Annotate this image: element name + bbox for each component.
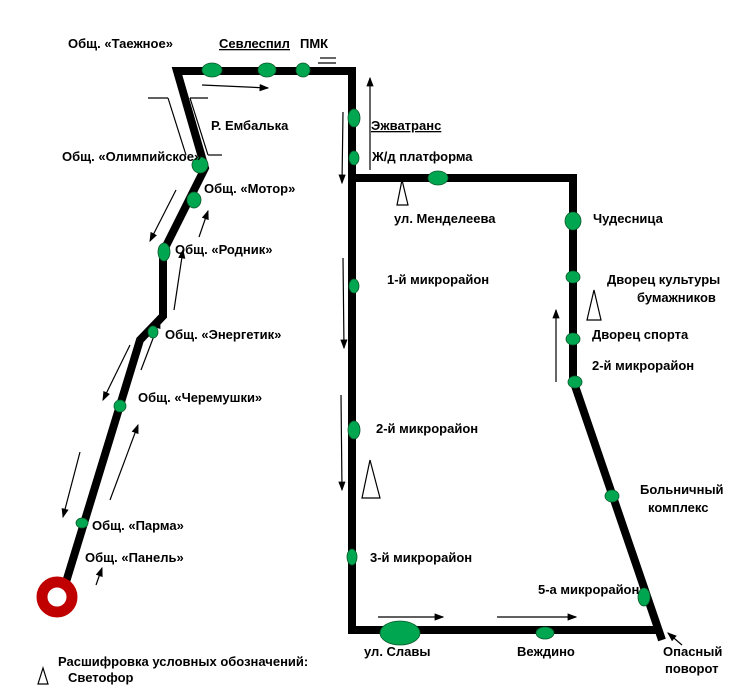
label-pmk: ПМК — [300, 36, 328, 51]
stop-marker — [565, 332, 581, 346]
label-olimpiyskoe: Общ. «Олимпийское» — [62, 149, 201, 164]
label-bolnichny-2: комплекс — [648, 500, 708, 515]
label-dvorec-sporta: Дворец спорта — [592, 327, 689, 342]
label-motor: Общ. «Мотор» — [204, 181, 295, 196]
label-panel: Общ. «Панель» — [85, 550, 184, 565]
direction-arrows — [61, 76, 683, 646]
label-rodnik: Общ. «Родник» — [175, 242, 273, 257]
label-opasny-2: поворот — [665, 661, 718, 676]
stop-marker — [637, 587, 651, 607]
stop-marker — [347, 420, 361, 440]
terminal-ring-icon — [36, 576, 78, 618]
label-dvorec-kultury: Дворец культуры — [607, 272, 720, 287]
label-mkr3: 3-й микрорайон — [370, 550, 472, 565]
legend-title: Расшифровка условных обозначений: — [58, 654, 308, 669]
stop-marker — [347, 108, 361, 128]
stop-marker — [346, 548, 358, 566]
stop-marker — [348, 278, 360, 294]
label-mendeleeva: ул. Менделеева — [394, 211, 496, 226]
stop-marker — [295, 62, 311, 78]
legend-traffic-light-icon — [37, 665, 49, 685]
label-opasny: Опасный — [663, 644, 722, 659]
stop-marker — [427, 170, 449, 186]
label-bolnichny: Больничный — [640, 482, 724, 497]
label-cheremushki: Общ. «Черемушки» — [138, 390, 262, 405]
label-mkr2-left: 2-й микрорайон — [376, 421, 478, 436]
stop-marker — [257, 62, 277, 78]
traffic-light-icon — [396, 179, 409, 206]
stop-marker — [535, 626, 555, 640]
legend-traffic-light-label: Светофор — [68, 670, 134, 685]
stop-marker — [379, 620, 421, 646]
traffic-light-icon — [586, 289, 602, 321]
stop-marker — [191, 156, 209, 174]
stop-marker — [567, 375, 583, 389]
label-zhd: Ж/д платформа — [371, 149, 473, 164]
pmk-marker-icon — [318, 57, 336, 64]
stop-marker — [348, 150, 360, 166]
stop-marker — [157, 242, 171, 262]
label-vezhdino: Вeждино — [517, 644, 575, 659]
label-embalka: Р. Ембалька — [211, 118, 289, 133]
stop-marker — [604, 489, 620, 503]
stop-marker — [201, 62, 223, 78]
bridge-icon — [148, 97, 222, 156]
traffic-light-icon — [361, 459, 381, 499]
stop-marker — [565, 270, 581, 284]
label-mkr1: 1-й микрорайон — [387, 272, 489, 287]
label-mkr2-right: 2-й микрорайон — [592, 358, 694, 373]
label-energetik: Общ. «Энергетик» — [165, 327, 281, 342]
label-slavy: ул. Славы — [364, 644, 431, 659]
bus-stops — [75, 62, 651, 646]
stop-marker — [75, 517, 89, 529]
label-taezhnoe: Общ. «Таежное» — [68, 36, 173, 51]
label-sevlespil: Севлеспил — [219, 36, 290, 51]
stop-marker — [113, 399, 127, 413]
stop-marker — [564, 211, 582, 231]
stop-marker — [147, 325, 159, 339]
label-chudesnitsa: Чудесница — [593, 211, 664, 226]
label-dvorec-kultury-2: бумажников — [637, 290, 716, 305]
label-mkr5a: 5-а микрорайон — [538, 582, 639, 597]
stop-marker — [186, 191, 202, 209]
label-ezhvatrans: Эжватранс — [371, 118, 441, 133]
label-parma: Общ. «Парма» — [92, 518, 184, 533]
route-line-right — [352, 174, 666, 642]
